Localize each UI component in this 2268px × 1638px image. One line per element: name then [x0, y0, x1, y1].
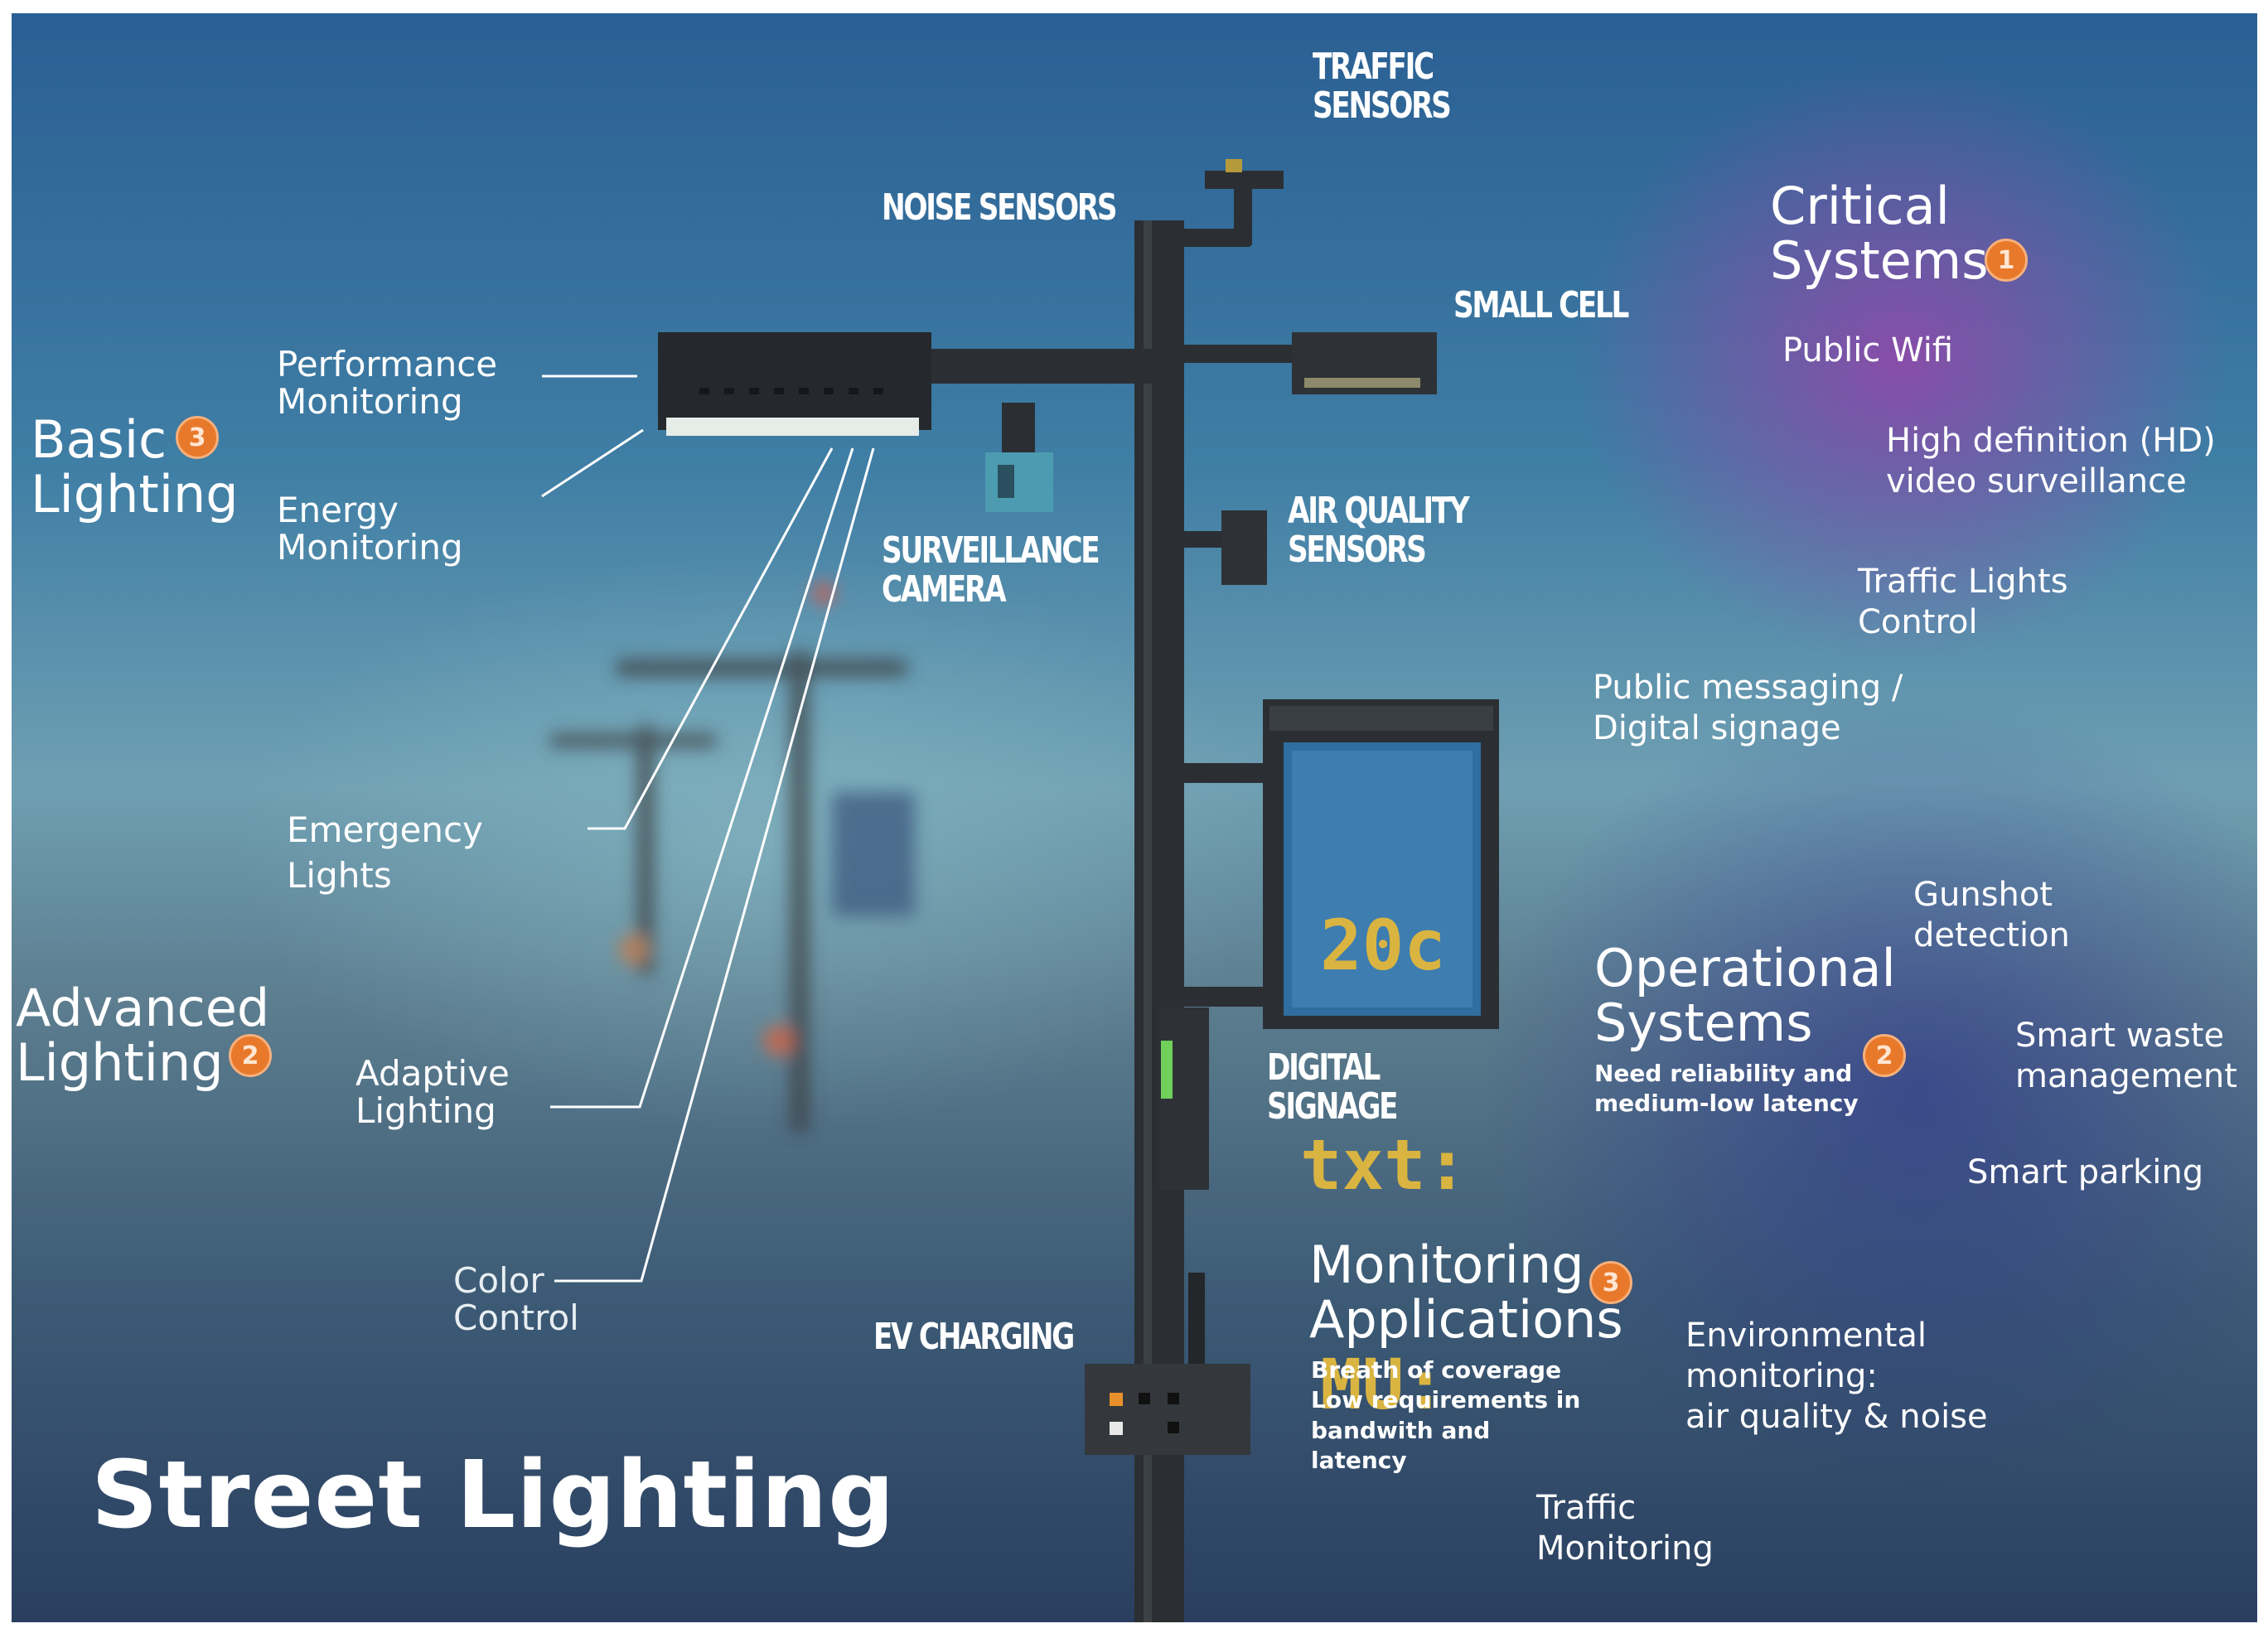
noise-sensors-label: Noise sensors: [882, 186, 1118, 229]
critical-systems-badge: 1: [1985, 239, 2028, 282]
emergency-lights-label: Emergency Lights: [287, 809, 483, 896]
operational-item-smart-waste: Smart waste management: [2015, 1017, 2237, 1095]
operational-systems-badge: 2: [1863, 1034, 1906, 1077]
diagram-frame: 20c txt: MU: Basic Lighting 3 Performanc…: [12, 13, 2257, 1622]
adaptive-lighting-label: Adaptive Lighting: [355, 1053, 510, 1131]
operational-systems-note: Need reliability and medium-low latency: [1594, 1060, 1859, 1118]
operational-item-gunshot: Gunshot detection: [1913, 876, 2070, 954]
monitoring-applications-badge: 3: [1589, 1261, 1632, 1304]
operational-item-smart-parking: Smart parking: [1967, 1153, 2204, 1191]
page-title: Street Lighting: [91, 1442, 896, 1549]
advanced-lighting-heading: Advanced Lighting: [16, 978, 270, 1093]
operational-systems-heading: Operational Systems: [1594, 938, 1896, 1053]
signage-line: MU:: [1320, 1343, 1446, 1425]
signage-line: 20c: [1320, 905, 1446, 987]
monitoring-applications-heading: Monitoring Applications: [1309, 1235, 1623, 1350]
critical-systems-heading: Critical Systems: [1770, 176, 1989, 291]
ev-charging-label: EV charging: [873, 1316, 1075, 1358]
small-cell-label: Small Cell: [1453, 284, 1629, 326]
performance-monitoring-label: Performance Monitoring: [277, 344, 498, 422]
advanced-lighting-badge: 2: [229, 1034, 272, 1077]
critical-item-public-messaging: Public messaging / Digital signage: [1593, 669, 1903, 747]
digital-signage-label: Digital signage: [1267, 1046, 1399, 1128]
monitoring-item-traffic: Traffic Monitoring: [1536, 1489, 1714, 1568]
traffic-sensors-label: Traffic Sensors: [1313, 46, 1452, 127]
color-control-label: Color Control: [453, 1260, 579, 1338]
signage-line: txt:: [1300, 1123, 1468, 1206]
energy-monitoring-label: Energy Monitoring: [277, 490, 463, 568]
monitoring-item-environmental: Environmental monitoring: air quality & …: [1685, 1317, 1988, 1436]
basic-lighting-badge: 3: [176, 416, 219, 459]
critical-item-traffic-lights: Traffic Lights Control: [1858, 563, 2068, 641]
critical-item-hd-video: High definition (HD) video surveillance: [1886, 422, 2216, 500]
streetlight-illustration: [541, 159, 1499, 1622]
main-pole: [658, 159, 1499, 1622]
leader-lines: [541, 374, 875, 1283]
background-poles: [550, 582, 915, 1132]
monitoring-applications-note: Breath of coverage Low requirements in b…: [1311, 1356, 1581, 1475]
basic-lighting-heading: Basic Lighting: [31, 409, 239, 524]
signage-display-text: 20c txt: MU:: [1300, 763, 1468, 1567]
surveillance-camera-label: Surveillance camera: [882, 529, 1100, 611]
air-quality-sensors-label: Air quality sensors: [1288, 490, 1470, 571]
critical-item-public-wifi: Public Wifi: [1782, 331, 1954, 370]
